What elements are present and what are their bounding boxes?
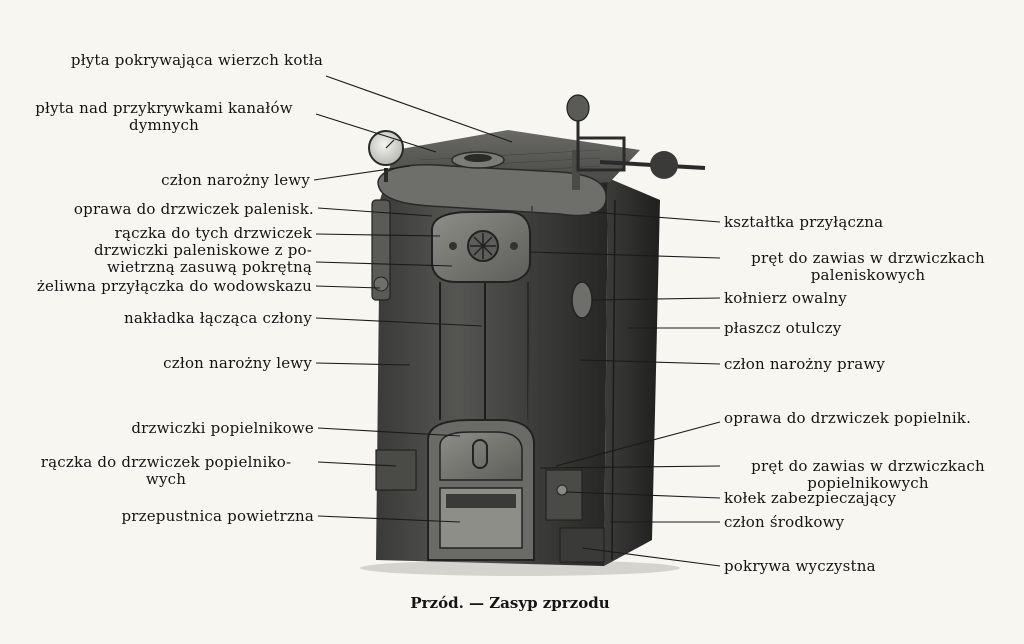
leader-oprawa-palenisk	[317, 207, 433, 217]
ash-handle-left	[375, 449, 417, 491]
leader-kolnierz	[591, 297, 721, 301]
label-pret-popielnikowe: pręt do zawias w drzwiczkach popielnikow…	[751, 457, 985, 492]
leader-drzwiczki-popiel	[317, 427, 461, 437]
leader-oprawa-popiel	[555, 421, 721, 467]
leader-kolek	[565, 491, 721, 499]
label-raczka-tych-drzwiczek: rączka do tych drzwiczek	[114, 224, 312, 242]
label-kolnierz: kołnierz owalny	[724, 289, 847, 307]
label-nakladka: nakładka łącząca człony	[124, 309, 312, 327]
leader-nakladka	[315, 317, 483, 327]
label-przepustnica: przepustnica powietrzna	[121, 507, 314, 525]
label-zeliwna-przylaczka: żeliwna przyłączka do wodowskazu	[36, 277, 312, 295]
regulator-weight	[650, 151, 678, 179]
label-plyta-kanaly: płyta nad przykrywkami kanałów dymnych	[35, 99, 293, 134]
regulator-chain	[527, 205, 533, 441]
water-gauge-connector	[371, 199, 391, 301]
leader-drzwiczki-palenisk	[315, 261, 453, 267]
leader-pret-palenisk	[529, 251, 721, 259]
label-drzwiczki-popielnikowe: drzwiczki popielnikowe	[131, 419, 314, 437]
leader-zeliwna	[315, 285, 381, 289]
label-czlon-narozny-lewy-1: człon narożny lewy	[161, 171, 310, 189]
leader-raczka-popiel	[317, 461, 397, 467]
label-pret-paleniskowe: pręt do zawias w drzwiczkach paleniskowy…	[751, 249, 985, 284]
label-czlon-srodkowy: człon środkowy	[724, 513, 845, 531]
gauge-needle	[385, 139, 395, 149]
top-manifold-pipe	[377, 164, 607, 217]
leader-ksztaltka	[589, 211, 721, 223]
label-pokrywa: pokrywa wyczystna	[724, 557, 876, 575]
cleaning-cover	[559, 527, 605, 563]
label-ksztaltka: kształtka przyłączna	[724, 213, 884, 231]
leader-raczka-tych	[315, 233, 441, 237]
label-plaszcz: płaszcz otulczy	[724, 319, 842, 337]
leader-pret-popiel	[539, 465, 721, 469]
label-kolek: kołek zabezpieczający	[724, 489, 897, 507]
air-damper-slot	[446, 494, 516, 508]
ash-handle-right	[545, 469, 583, 521]
label-oprawa-drzwiczek-palenisk: oprawa do drzwiczek palenisk.	[73, 200, 314, 218]
door-bolt-left	[449, 242, 457, 250]
label-plyta-wierzch: płyta pokrywająca wierzch kotła	[70, 51, 323, 69]
regulator-frame	[576, 136, 626, 172]
figure-caption: Przód. — Zasyp zprzodu	[410, 594, 610, 612]
leader-czlon-lewy-1	[313, 165, 411, 181]
leader-przepustnica	[317, 515, 461, 523]
door-bolt-right	[510, 242, 518, 250]
leader-czlon-lewy-2	[315, 362, 411, 366]
ash-door	[439, 431, 523, 481]
label-raczka-popielnikowe: rączka do drzwiczek popielniko- wych	[40, 453, 292, 488]
boiler-side-panel	[604, 178, 660, 566]
label-drzwiczki-paleniskowe: drzwiczki paleniskowe z po- wietrzną zas…	[93, 241, 312, 276]
leader-plyta-wierzch	[325, 75, 513, 143]
manifold-opening	[464, 154, 492, 162]
safety-pin	[556, 484, 568, 496]
label-czlon-narozny-prawy: człon narożny prawy	[724, 355, 886, 373]
damper-spokes	[470, 233, 496, 259]
leader-plyta-kanaly	[315, 113, 437, 153]
jacket-seam	[611, 199, 616, 561]
leader-czlon-prawy	[579, 359, 721, 365]
label-oprawa-popielnik: oprawa do drzwiczek popielnik.	[724, 409, 972, 427]
ash-door-badge	[472, 439, 488, 469]
label-czlon-narozny-lewy-2: człon narożny lewy	[163, 354, 312, 372]
regulator-column	[572, 150, 580, 190]
leader-pokrywa	[581, 547, 721, 567]
